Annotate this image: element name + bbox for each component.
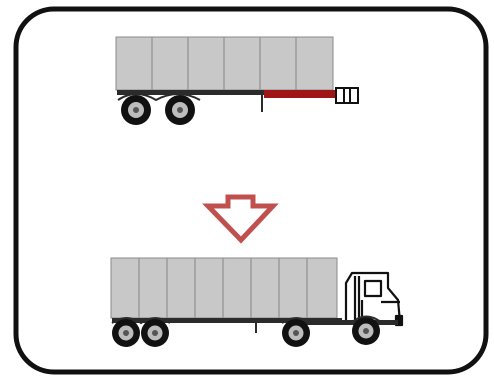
top-trailer-highlight (264, 90, 336, 98)
tractor-rear-wheel (282, 319, 310, 347)
tractor-front-wheel (352, 317, 380, 345)
bottom-trailer-wheel-2 (141, 319, 169, 347)
bottom-trailer-container (111, 258, 337, 318)
bottom-trailer-wheel-1 (112, 319, 140, 347)
top-trailer-wheel-1 (121, 95, 151, 125)
top-trailer-wheel-2 (165, 95, 195, 125)
